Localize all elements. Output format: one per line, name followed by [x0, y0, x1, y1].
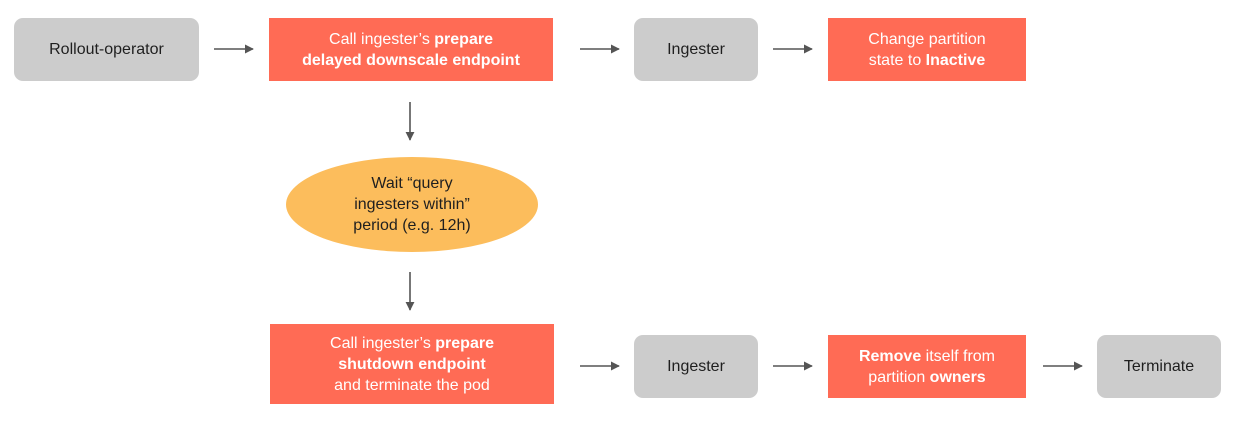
prepare-delayed-line-2: delayed downscale endpoint [302, 51, 520, 69]
wait-period-line-3: period (e.g. 12h) [353, 217, 471, 234]
prepare-shutdown-line-2: shutdown endpoint [338, 355, 486, 373]
terminate-node: Terminate [1097, 335, 1221, 398]
ingester-bottom-label: Ingester [667, 358, 725, 375]
prepare-delayed-line-1: Call ingester’s prepare [329, 30, 493, 48]
prepare-shutdown-line-1: Call ingester’s prepare [330, 334, 494, 352]
wait-period-node: Wait “query ingesters within” period (e.… [286, 157, 538, 252]
prepare-shutdown-node: Call ingester’s prepare shutdown endpoin… [270, 324, 554, 404]
wait-period-line-1: Wait “query [371, 175, 453, 192]
terminate-label: Terminate [1123, 358, 1195, 375]
remove-owner-line-2: partition owners [868, 368, 986, 386]
change-partition-line-1: Change partition [868, 30, 986, 48]
change-partition-line-2: state to Inactive [868, 51, 986, 69]
wait-period-line-2: ingesters within” [354, 196, 470, 213]
rollout-operator-label: Rollout-operator [49, 41, 164, 58]
prepare-delayed-downscale-node: Call ingester’s prepare delayed downscal… [269, 18, 553, 81]
ingester-node-bottom: Ingester [634, 335, 758, 398]
remove-owner-line-1: Remove itself from [858, 347, 996, 365]
rollout-operator-node: Rollout-operator [14, 18, 199, 81]
ingester-node-top: Ingester [634, 18, 758, 81]
change-partition-state-node: Change partition state to Inactive [828, 18, 1026, 81]
ingester-top-label: Ingester [667, 41, 725, 58]
prepare-shutdown-line-3: and terminate the pod [334, 376, 490, 394]
remove-from-owners-node: Remove itself from partition owners [828, 335, 1026, 398]
